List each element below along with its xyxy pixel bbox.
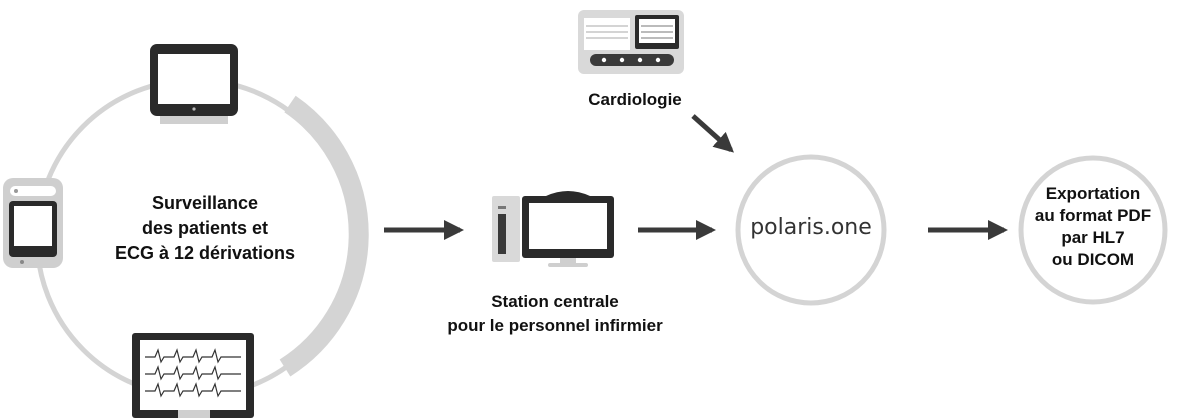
ecg-monitor-icon <box>132 333 254 418</box>
polaris-logo-text: polaris.one <box>750 215 872 240</box>
export-label-line-1: Exportation <box>1045 184 1141 203</box>
station-label: Station centrale pour le personnel infir… <box>405 290 705 338</box>
station-label-line-1: Station centrale <box>491 292 619 311</box>
station-label-line-2: pour le personnel infirmier <box>447 316 663 335</box>
portable-monitor-icon <box>3 178 63 268</box>
ecg-trace-1 <box>145 348 241 364</box>
monitoring-label-line-3: ECG à 12 dérivations <box>114 243 296 263</box>
export-label: Exportation au format PDF par HL7 ou DIC… <box>1017 183 1169 271</box>
ecg-trace-2 <box>145 365 241 381</box>
export-label-line-2: au format PDF <box>1034 206 1152 225</box>
arrow-cardiology-to-hub <box>691 114 734 153</box>
bedside-monitor-icon <box>150 44 238 124</box>
polaris-hub-circle <box>735 154 887 306</box>
cycle-arc-thick <box>279 95 369 377</box>
monitoring-label-line-2: des patients et <box>141 218 269 238</box>
export-label-line-3: par HL7 <box>1061 228 1125 247</box>
export-circle <box>1018 155 1168 305</box>
central-station-icon <box>492 191 614 267</box>
monitoring-label: Surveillance des patients et ECG à 12 dé… <box>85 191 325 266</box>
monitoring-label-line-1: Surveillance <box>151 193 259 213</box>
export-label-line-4: ou DICOM <box>1051 250 1135 269</box>
cardiology-label: Cardiologie <box>588 90 682 109</box>
cardiograph-icon <box>578 10 684 74</box>
ecg-trace-3 <box>145 382 241 398</box>
